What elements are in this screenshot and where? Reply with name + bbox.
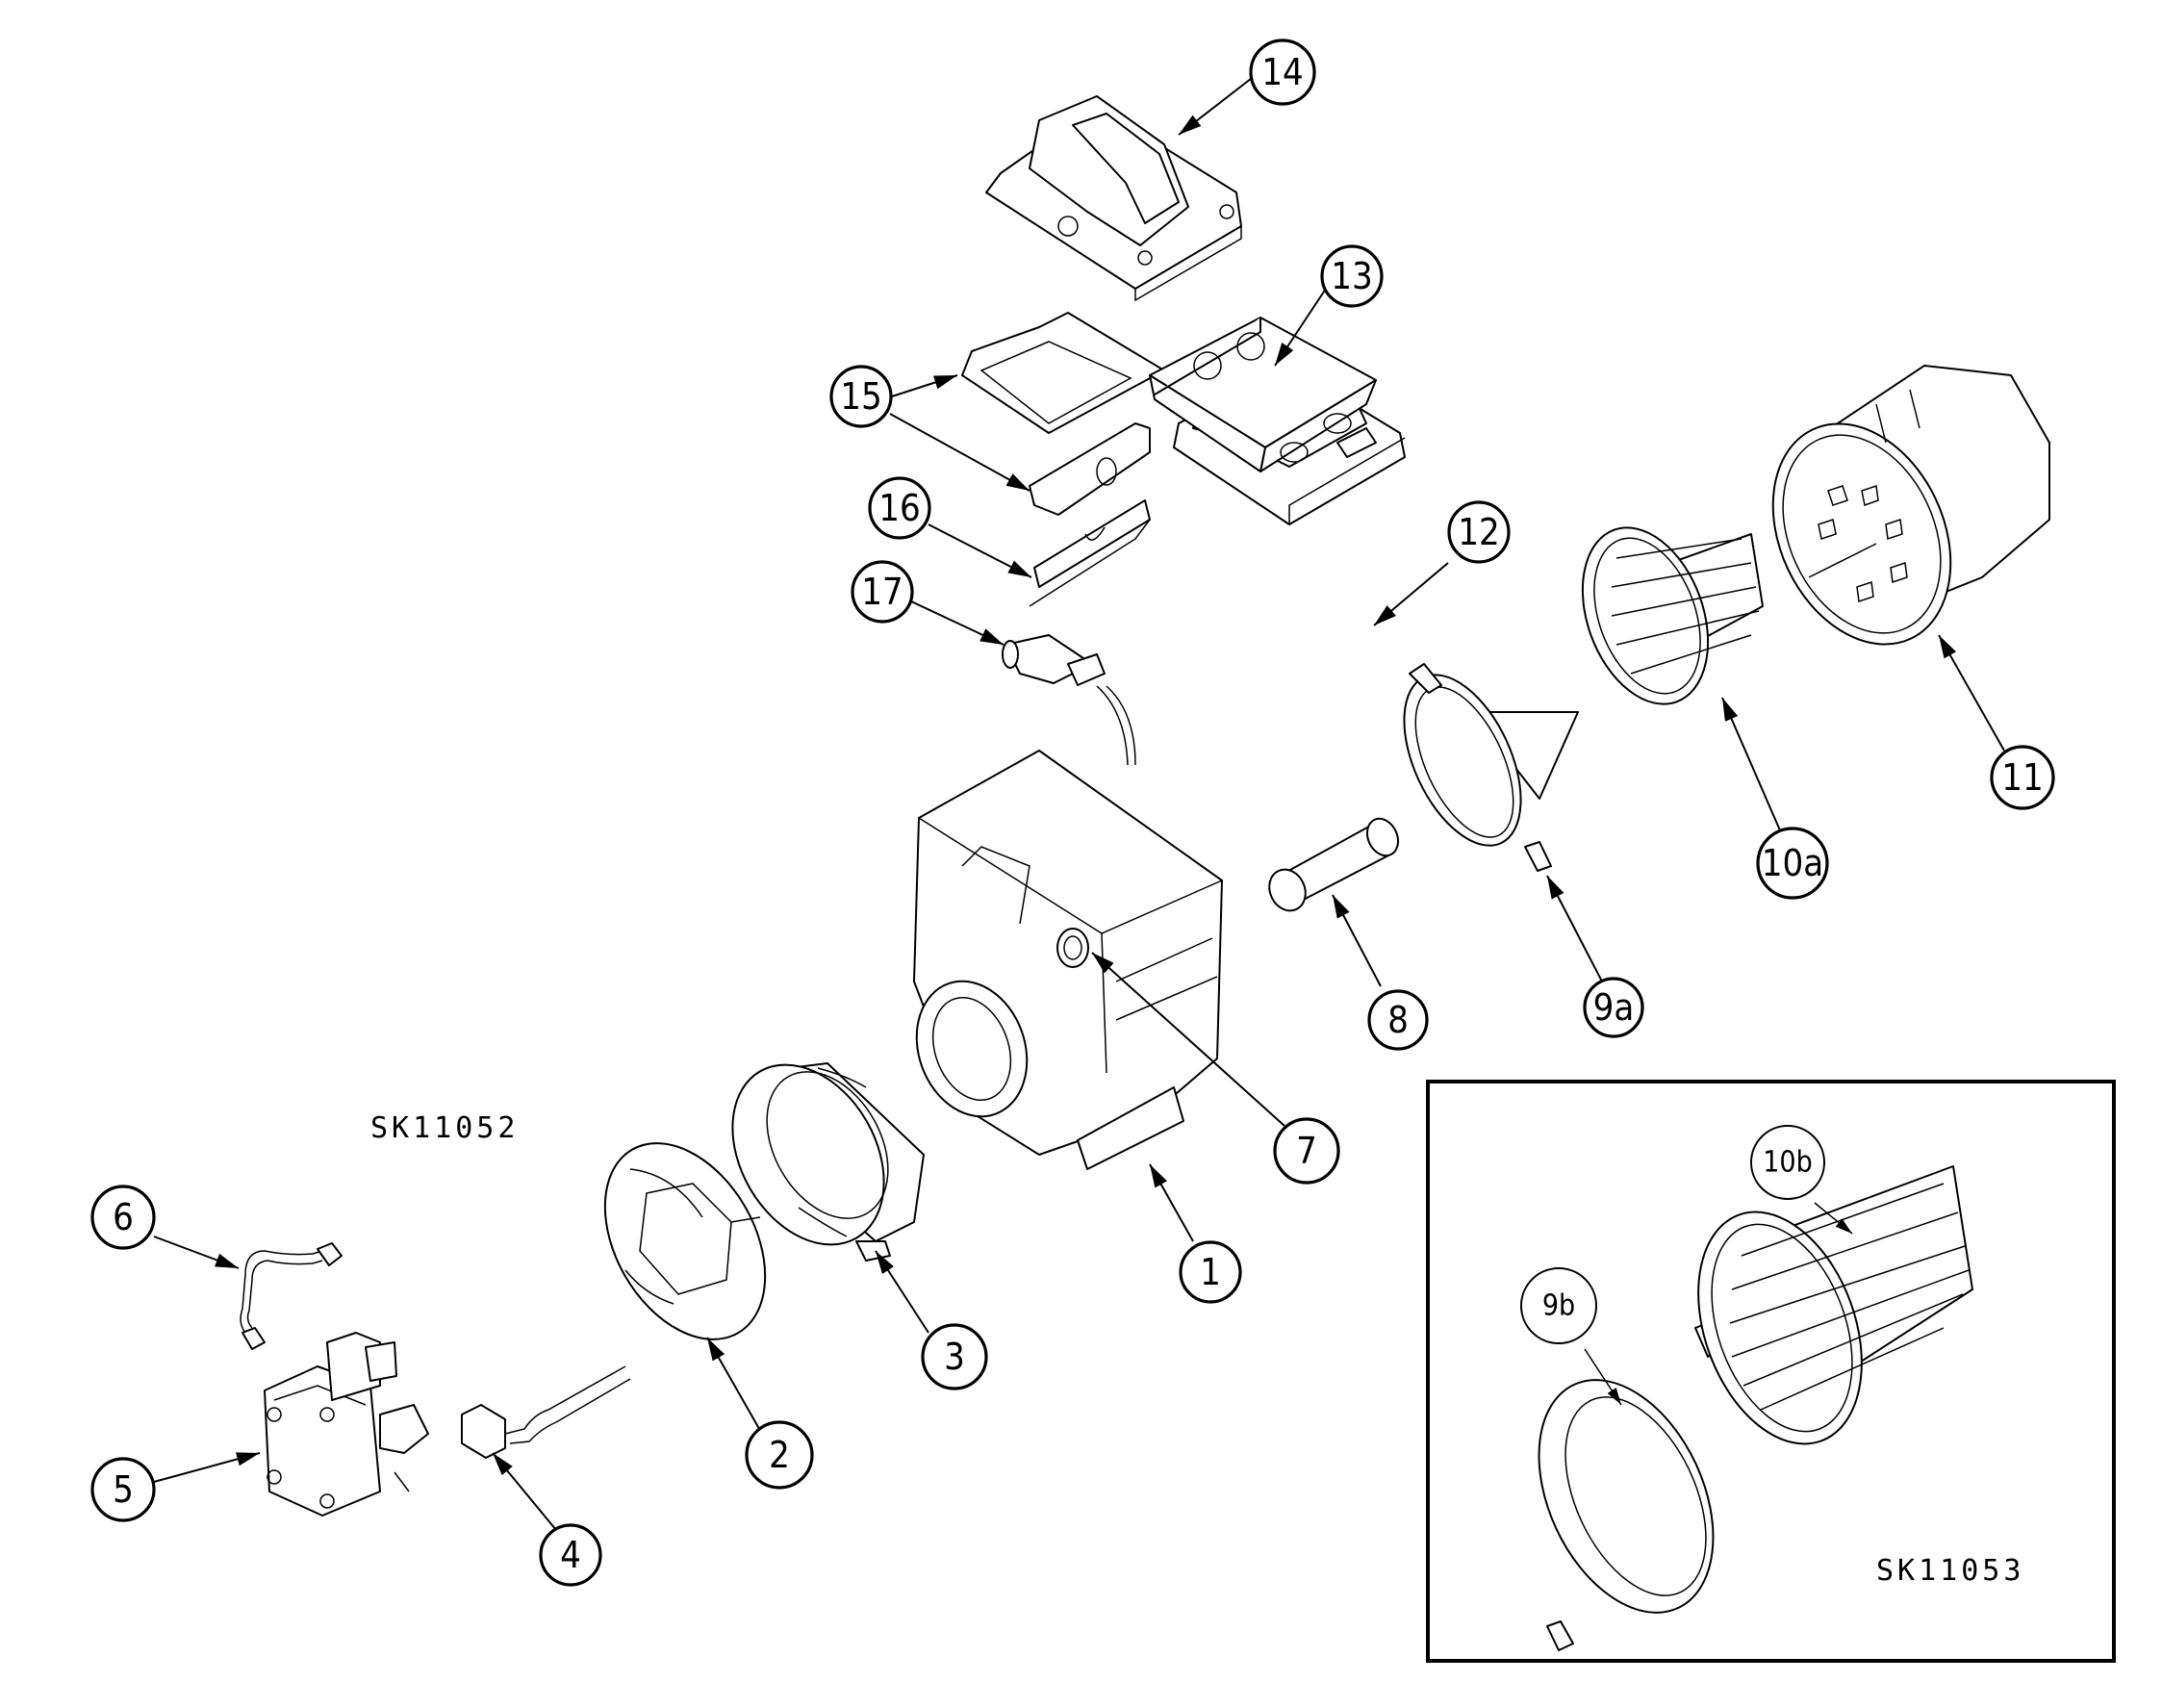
part-15-igniter-gasket <box>961 312 1165 516</box>
svg-text:8: 8 <box>1387 999 1409 1041</box>
part-10a-blower-wheel <box>1581 526 1764 705</box>
balloon-8: 8 <box>1367 989 1429 1051</box>
balloon-16: 16 <box>868 476 931 540</box>
leader-9a <box>1546 875 1603 982</box>
svg-text:9a: 9a <box>1593 986 1635 1029</box>
leader-16 <box>928 523 1032 578</box>
part-5-fuel-pump <box>264 1332 429 1517</box>
leader-lines <box>153 74 2005 1531</box>
part-12-bracket-box <box>1149 317 1377 472</box>
part-14-igniter <box>985 95 1242 302</box>
part-9b-inlet-ring <box>1538 1322 1721 1651</box>
leader-2 <box>706 1337 763 1435</box>
leader-4 <box>492 1452 557 1531</box>
leader-15b <box>889 413 1030 492</box>
balloon-6: 6 <box>90 1185 156 1250</box>
part-9a-inlet-cone <box>1403 663 1579 872</box>
part-6-oil-line <box>240 1242 343 1350</box>
balloon-4: 4 <box>539 1523 602 1587</box>
svg-text:5: 5 <box>113 1468 134 1511</box>
balloon-7: 7 <box>1273 1117 1340 1185</box>
svg-text:4: 4 <box>560 1534 581 1576</box>
callout-balloons: 14 13 15 16 17 12 11 10a <box>90 38 2055 1587</box>
svg-text:17: 17 <box>861 571 903 613</box>
leader-1 <box>1149 1163 1194 1242</box>
part-3-air-band <box>731 1062 925 1262</box>
part-4-connector-cable <box>461 1365 631 1459</box>
part-16-igniter-baffle <box>1029 499 1151 607</box>
balloon-13: 13 <box>1320 244 1384 308</box>
leader-10a <box>1721 697 1781 831</box>
leader-15a <box>891 374 958 397</box>
balloon-2: 2 <box>745 1420 814 1490</box>
svg-text:7: 7 <box>1296 1130 1317 1172</box>
balloon-1: 1 <box>1179 1240 1242 1304</box>
leader-13 <box>1274 288 1327 367</box>
leader-6 <box>153 1236 240 1269</box>
svg-text:3: 3 <box>944 1336 965 1378</box>
inset-alternate-parts <box>1426 1080 2116 1663</box>
svg-text:10a: 10a <box>1762 842 1823 884</box>
balloon-12: 12 <box>1447 500 1511 564</box>
motor-face-slots <box>1818 485 1908 602</box>
main-drawing-label: SK11052 <box>370 1111 519 1145</box>
svg-text:6: 6 <box>113 1196 134 1238</box>
balloon-10a: 10a <box>1756 827 1829 900</box>
svg-text:2: 2 <box>769 1434 790 1476</box>
balloon-5: 5 <box>90 1457 156 1522</box>
svg-text:1: 1 <box>1200 1251 1221 1293</box>
balloon-14: 14 <box>1249 38 1316 106</box>
svg-text:12: 12 <box>1458 511 1500 553</box>
balloon-15: 15 <box>829 365 893 428</box>
part-8-coupling <box>1268 817 1400 912</box>
inset-frame <box>1426 1080 2116 1663</box>
svg-text:10b: 10b <box>1763 1146 1812 1180</box>
part-1-burner-housing <box>913 750 1223 1170</box>
leader-12 <box>1373 562 1449 626</box>
part-10b-blower-wheel <box>1697 1165 1973 1445</box>
part-2-gasket <box>603 1142 767 1340</box>
svg-text:16: 16 <box>878 487 921 529</box>
leader-17 <box>910 600 1005 646</box>
balloon-9b: 9b <box>1520 1267 1597 1344</box>
part-17-photo-cell <box>1002 634 1136 766</box>
leader-8 <box>1332 894 1382 987</box>
leader-3 <box>875 1250 929 1334</box>
balloon-10b: 10b <box>1750 1125 1825 1200</box>
svg-text:9b: 9b <box>1542 1289 1575 1323</box>
leader-14 <box>1178 74 1257 136</box>
svg-text:11: 11 <box>2001 756 2044 799</box>
leader-5 <box>153 1452 261 1483</box>
leader-11 <box>1938 634 2005 752</box>
balloon-17: 17 <box>851 560 914 624</box>
inset-drawing-label: SK11053 <box>1876 1554 2024 1588</box>
leader-9b <box>1584 1348 1622 1406</box>
balloon-11: 11 <box>1990 745 2055 810</box>
balloon-9a: 9a <box>1583 977 1644 1038</box>
balloon-3: 3 <box>921 1323 988 1390</box>
leader-10b <box>1814 1202 1853 1235</box>
leader-7 <box>1091 952 1285 1127</box>
svg-text:14: 14 <box>1261 51 1304 93</box>
svg-text:15: 15 <box>840 375 882 418</box>
svg-text:13: 13 <box>1331 255 1373 297</box>
part-11-motor <box>1771 365 2050 646</box>
